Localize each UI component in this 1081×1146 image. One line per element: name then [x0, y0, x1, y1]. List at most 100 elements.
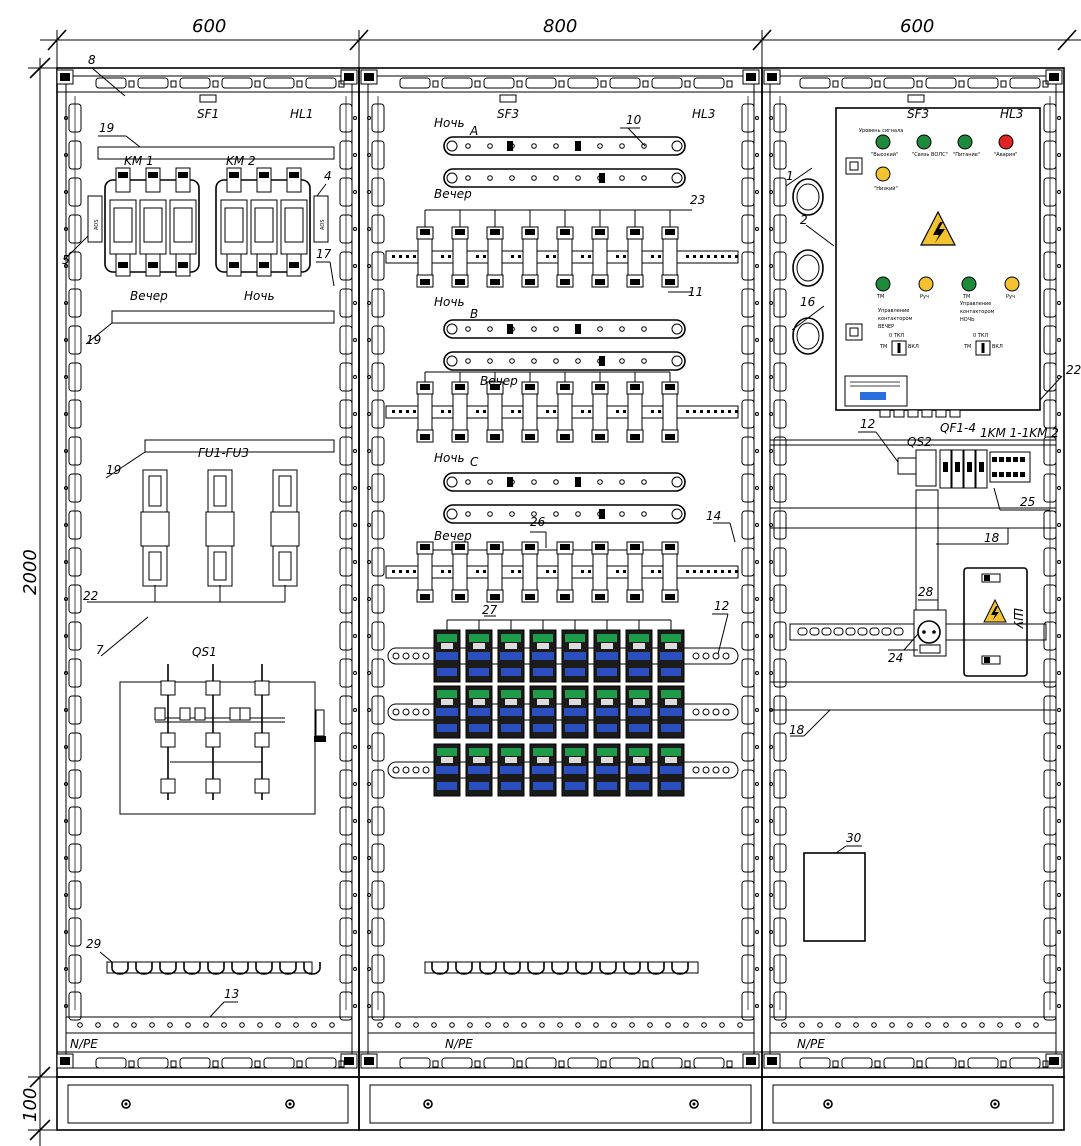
breaker-top-screw	[665, 229, 675, 235]
rail-slot	[1043, 140, 1057, 170]
rail-slot	[773, 584, 787, 614]
din-rail-dot	[392, 255, 395, 258]
din-rail-dot	[399, 410, 402, 413]
contactor-screw	[999, 457, 1004, 462]
callout-8: 8	[88, 53, 96, 67]
rail-slot	[741, 954, 755, 984]
din-rail-dot	[686, 570, 689, 573]
terminal-blue-bottom	[565, 782, 585, 790]
rail-slot	[773, 991, 787, 1021]
npe-hole	[329, 1022, 335, 1028]
fuse-clip-bottom	[148, 551, 162, 581]
selector-evening[interactable]: 0 ТКЛ ТМ ВКЛ	[879, 333, 919, 356]
rail-hole	[1057, 264, 1061, 268]
busbar-hole	[641, 358, 647, 364]
module-left: АОS	[87, 195, 103, 243]
rail-slot	[339, 177, 353, 207]
terminal-top	[175, 167, 191, 193]
label-night-b: Ночь	[434, 295, 465, 309]
label-npe-right: N/PE	[797, 1037, 825, 1051]
breaker-top-screw	[455, 229, 465, 235]
terminal-blue-mid	[468, 652, 490, 660]
npe-hole	[961, 1022, 967, 1028]
din-rail-dot	[511, 255, 514, 258]
npe-hole	[431, 1022, 437, 1028]
strip-clip	[170, 80, 177, 88]
breaker-bottom-screw	[630, 594, 640, 600]
busbar-bolt	[599, 509, 605, 519]
breaker-bottom-screw	[525, 434, 535, 440]
npe-hole	[817, 1022, 823, 1028]
din-rail-dot	[686, 255, 689, 258]
busbar-end	[446, 172, 458, 184]
rail-hole	[797, 627, 808, 636]
terminal-rail-slot	[702, 708, 710, 716]
terminal-green-top	[629, 690, 649, 698]
din-rail-dot	[651, 570, 654, 573]
rail-slot	[1043, 658, 1057, 688]
square-button-top[interactable]	[845, 157, 863, 175]
callout-24: 24	[888, 651, 903, 665]
contactor-screw	[1013, 457, 1018, 462]
strip-clip	[832, 80, 839, 88]
terminal-window	[569, 643, 581, 649]
busbar-end	[671, 172, 683, 184]
terminal-rail-slot	[412, 708, 420, 716]
rail-hole	[353, 967, 357, 971]
corner-bracket-fill	[1049, 1057, 1059, 1065]
busbar-clip	[479, 962, 497, 975]
label-sf3-right: SF3	[907, 107, 929, 121]
din-rail-dot	[714, 570, 717, 573]
breaker-bottom-screw	[665, 279, 675, 285]
terminal-window	[537, 757, 549, 763]
breaker-top-screw	[525, 384, 535, 390]
terminal-bottom-screw	[118, 262, 128, 268]
npe-hole	[997, 1022, 1003, 1028]
din-rail-dot	[581, 410, 584, 413]
din-rail-dot	[707, 255, 710, 258]
terminal-blue-bottom	[533, 724, 553, 732]
terminal-blue-bottom	[597, 668, 617, 676]
module-text-right: АОS	[320, 219, 326, 230]
rail-slot	[339, 510, 353, 540]
strip-slot	[925, 77, 957, 89]
phase-busbars	[443, 136, 686, 524]
terminal-blocks	[387, 619, 739, 797]
callout-2: 2	[800, 213, 808, 227]
terminal-top-screw	[229, 172, 239, 178]
corner-bracket-fill	[344, 73, 354, 81]
rail-hole	[845, 627, 856, 636]
dim-height-main: 2000	[20, 549, 41, 595]
square-button-bottom[interactable]	[845, 323, 863, 341]
terminal-rail-slot	[402, 708, 410, 716]
rail-hole	[755, 708, 759, 712]
terminal-green-top	[437, 748, 457, 756]
din-rail-dot	[686, 410, 689, 413]
terminal-blue-mid	[628, 708, 650, 716]
terminal-window	[441, 757, 453, 763]
callout-17: 17	[316, 247, 332, 261]
rail-hole	[1057, 634, 1061, 638]
terminal-rail-slot	[692, 766, 700, 774]
din-rail-dot	[511, 570, 514, 573]
middle-cabinet: SF3 HL3 Ночь A Вечер Ночь B Вечер Ночь C…	[367, 94, 755, 1051]
strip-slot	[483, 1057, 515, 1069]
busbar-end	[446, 508, 458, 520]
rail-hole	[367, 264, 371, 268]
rail-slot	[741, 362, 755, 392]
selector-night[interactable]: 0 ТКЛ ТМ ВКЛ	[963, 333, 1003, 356]
rail-slot	[371, 362, 385, 392]
terminal-green-top	[629, 634, 649, 642]
npe-hole	[889, 1022, 895, 1028]
npe-hole	[257, 1022, 263, 1028]
rail-slot	[68, 991, 82, 1021]
rail-slot	[68, 584, 82, 614]
npe-hole	[395, 1022, 401, 1028]
busbar-clip	[431, 962, 449, 975]
rail-slot	[773, 917, 787, 947]
rail-hole	[367, 782, 371, 786]
label-sf1: SF1	[197, 107, 219, 121]
rail-slot	[68, 362, 82, 392]
indicator-lamp	[918, 276, 934, 292]
switch-clamp	[160, 778, 176, 794]
